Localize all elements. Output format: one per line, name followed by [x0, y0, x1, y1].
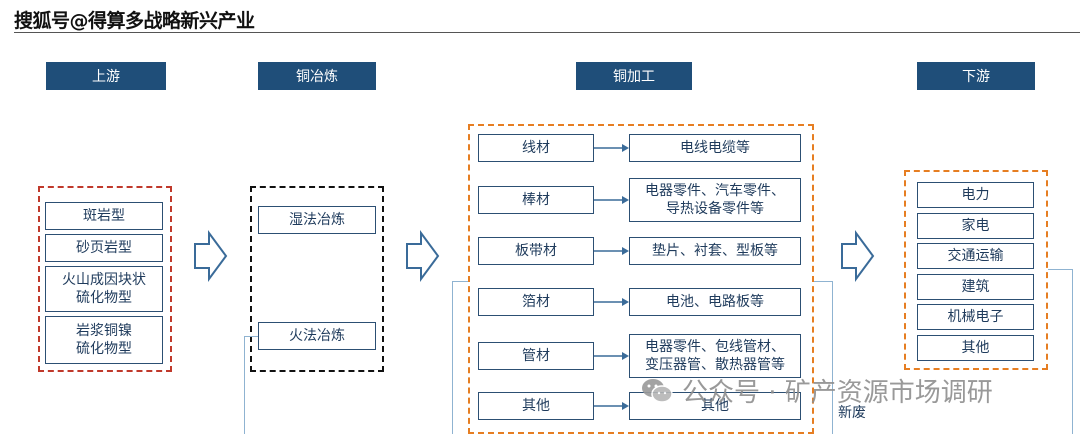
recycle-link-line	[814, 281, 832, 282]
recycle-link-line	[832, 281, 833, 434]
processing-products-label: 电池、电路板等	[666, 294, 764, 310]
top-divider	[14, 32, 1080, 33]
watermark-top: 搜狐号@得算多战略新兴产业	[14, 10, 255, 32]
downstream-item: 其他	[917, 334, 1034, 361]
watermark-bottom: 公众号 · 矿产资源市场调研	[640, 372, 993, 409]
downstream-item: 电力	[917, 182, 1034, 208]
processing-products-label: 电器零件、包线管材、 变压器管、散热器管等	[645, 339, 785, 373]
downstream-item: 交通运输	[917, 243, 1034, 269]
upstream-item-magmatic-cu-ni: 岩浆铜镍 硫化物型	[45, 316, 163, 364]
upstream-group	[38, 186, 172, 372]
processing-products: 电池、电路板等	[629, 288, 801, 316]
processing-products: 电线电缆等	[629, 134, 801, 162]
processing-material-label: 线材	[522, 140, 550, 156]
processing-products-label: 电线电缆等	[680, 140, 750, 156]
header-processing: 铜加工	[576, 62, 692, 90]
processing-material: 线材	[478, 134, 594, 162]
downstream-item: 机械电子	[917, 304, 1034, 330]
processing-material-label: 棒材	[522, 192, 550, 208]
downstream-item: 建筑	[917, 273, 1034, 300]
downstream-item-label: 交通运输	[947, 248, 1004, 264]
downstream-item-label: 机械电子	[947, 309, 1004, 325]
recycle-link-line	[244, 336, 245, 434]
smelting-item-label: 火法冶炼	[289, 328, 345, 344]
flow-arrow-icon	[194, 230, 228, 282]
processing-material: 板带材	[478, 237, 594, 265]
connector-arrow-icon	[594, 298, 629, 306]
processing-products: 其他	[629, 392, 801, 420]
upstream-item-label: 砂页岩型	[76, 240, 132, 256]
processing-products-label: 其他	[701, 398, 729, 414]
processing-material-label: 管材	[522, 348, 550, 364]
downstream-item: 家电	[917, 212, 1034, 239]
connector-arrow-icon	[594, 247, 629, 255]
upstream-item-label: 火山成因块状 硫化物型	[62, 272, 146, 306]
downstream-item-label: 其他	[961, 339, 990, 356]
upstream-item-label: 斑岩型	[83, 208, 125, 224]
processing-products-label: 电器零件、汽车零件、 导热设备零件等	[645, 183, 785, 217]
downstream-item-label: 家电	[961, 217, 990, 234]
downstream-group	[904, 170, 1048, 370]
upstream-item-volcanic-massive: 火山成因块状 硫化物型	[45, 266, 163, 312]
connector-arrow-icon	[594, 402, 629, 410]
header-smelting: 铜冶炼	[258, 62, 376, 90]
processing-products-label: 垫片、衬套、型板等	[652, 243, 778, 259]
connector-arrow-icon	[594, 144, 629, 152]
header-upstream: 上游	[46, 62, 166, 90]
flow-arrow-icon	[406, 230, 440, 282]
smelting-item-label: 湿法冶炼	[289, 212, 345, 228]
processing-material-label: 其他	[522, 398, 550, 414]
smelting-item-pyro: 火法冶炼	[258, 322, 376, 350]
recycle-link-line	[452, 281, 453, 434]
upstream-item-sandstone-shale: 砂页岩型	[45, 234, 163, 262]
smelting-item-hydro: 湿法冶炼	[258, 206, 376, 234]
processing-products: 垫片、衬套、型板等	[629, 237, 801, 265]
downstream-item-label: 电力	[961, 187, 990, 203]
smelting-group	[250, 186, 384, 372]
processing-material: 管材	[478, 342, 594, 370]
downstream-item-label: 建筑	[961, 278, 990, 295]
new-waste-label: 新废	[838, 405, 866, 421]
processing-products: 电器零件、包线管材、 变压器管、散热器管等	[629, 334, 801, 378]
connector-arrow-icon	[594, 196, 629, 204]
recycle-link-line	[1048, 269, 1072, 270]
processing-material: 其他	[478, 392, 594, 420]
processing-material: 棒材	[478, 186, 594, 214]
recycle-link-line	[452, 281, 468, 282]
recycle-link-line	[1072, 269, 1073, 434]
processing-material-label: 箔材	[522, 294, 550, 310]
wechat-icon	[642, 378, 673, 403]
processing-material: 箔材	[478, 288, 594, 316]
upstream-item-porphyry: 斑岩型	[45, 202, 163, 230]
processing-material-label: 板带材	[515, 243, 557, 259]
processing-group	[468, 124, 814, 434]
flow-arrow-icon	[841, 230, 875, 282]
header-downstream: 下游	[917, 62, 1035, 90]
connector-arrow-icon	[594, 352, 629, 360]
upstream-item-label: 岩浆铜镍 硫化物型	[76, 323, 132, 357]
watermark-bottom-text: 公众号 · 矿产资源市场调研	[682, 378, 993, 408]
recycle-link-line	[244, 336, 258, 337]
processing-products: 电器零件、汽车零件、 导热设备零件等	[629, 178, 801, 222]
